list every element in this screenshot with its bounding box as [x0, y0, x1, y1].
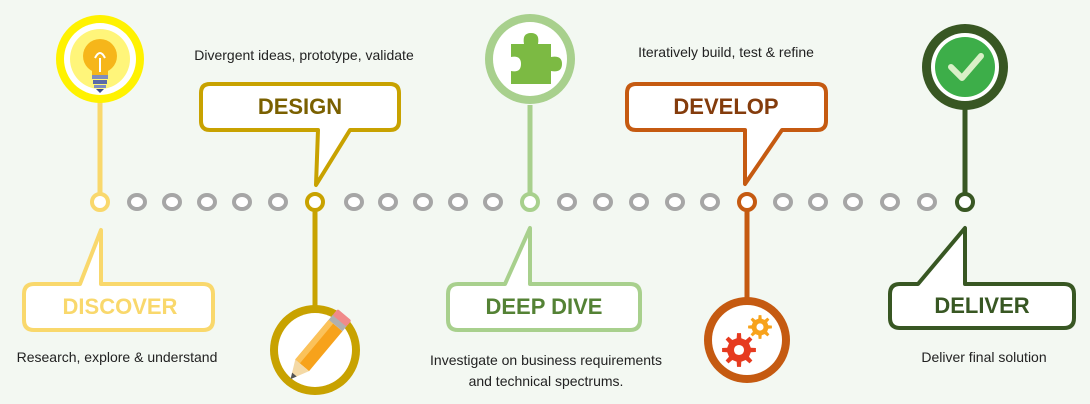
design-node: [305, 192, 325, 212]
deliver-description: Deliver final solution: [921, 349, 1047, 365]
timeline-link-10: [483, 193, 503, 211]
develop-description: Iteratively build, test & refine: [638, 44, 814, 60]
gear-small-icon: [748, 315, 772, 339]
deep-dive-label: DEEP DIVE: [485, 294, 603, 319]
checkmark-icon: [922, 24, 1008, 110]
timeline-chain: [127, 193, 937, 211]
deep-dive-description: Investigate on business requirements and…: [405, 350, 687, 392]
lightbulb-icon: [56, 15, 144, 103]
timeline-link-20: [917, 193, 937, 211]
timeline-link-14: [665, 193, 685, 211]
deliver-label: DELIVER: [934, 293, 1030, 318]
discover-label: DISCOVER: [62, 294, 178, 319]
discover-node: [90, 192, 110, 212]
timeline-link-12: [593, 193, 613, 211]
timeline-link-3: [197, 193, 217, 211]
develop-label: DEVELOP: [673, 94, 779, 119]
deep-dive-description-line-1: Investigate on business requirements: [430, 352, 662, 368]
deep-dive-callout: [446, 226, 642, 332]
timeline-link-7: [378, 193, 398, 211]
develop-node: [737, 192, 757, 212]
gear-large-icon: [722, 333, 756, 367]
deliver-node: [955, 192, 975, 212]
timeline-link-6: [344, 193, 364, 211]
deliver-callout: [888, 226, 1076, 330]
timeline-link-19: [880, 193, 900, 211]
timeline-link-4: [232, 193, 252, 211]
timeline-link-11: [557, 193, 577, 211]
timeline-link-9: [448, 193, 468, 211]
timeline-link-1: [127, 193, 147, 211]
discover-callout: [22, 228, 215, 332]
puzzle-piece-icon: [485, 14, 575, 104]
timeline-link-8: [413, 193, 433, 211]
timeline-link-17: [808, 193, 828, 211]
pencil-icon: [270, 305, 360, 395]
timeline-link-5: [268, 193, 288, 211]
discover-description: Research, explore & understand: [16, 349, 218, 365]
design-label: DESIGN: [257, 94, 343, 119]
timeline-link-15: [700, 193, 720, 211]
design-description: Divergent ideas, prototype, validate: [194, 47, 414, 63]
deep-dive-node: [520, 192, 540, 212]
timeline-link-16: [773, 193, 793, 211]
timeline-link-13: [629, 193, 649, 211]
design-callout: [199, 82, 401, 187]
timeline-link-18: [843, 193, 863, 211]
timeline-link-2: [162, 193, 182, 211]
develop-callout: [625, 82, 828, 186]
deep-dive-description-line-2: and technical spectrums.: [468, 373, 624, 389]
gears-icon: [704, 297, 790, 383]
